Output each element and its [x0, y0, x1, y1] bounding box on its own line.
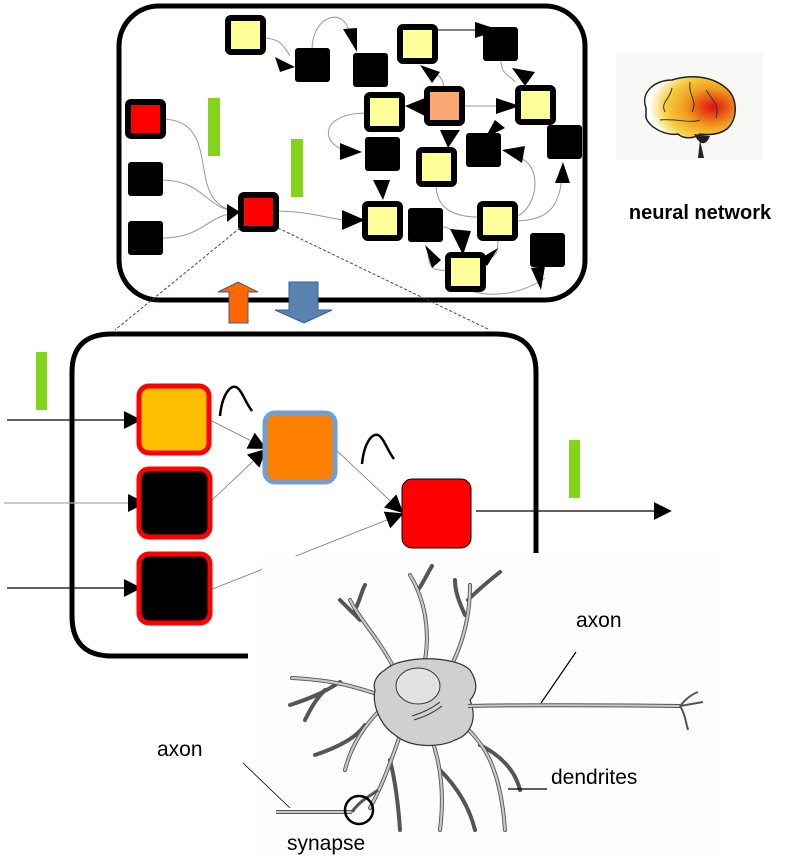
arrowhead [531, 266, 545, 290]
brain-image [616, 53, 762, 160]
synapse-circle [343, 794, 375, 826]
axon-label-left: axon [157, 738, 203, 761]
network-node-black [353, 53, 388, 87]
network-node-yellow [364, 92, 405, 132]
activation-curve-icon [360, 433, 396, 465]
up-arrow-icon [217, 281, 259, 324]
network-node-salmon [424, 86, 465, 126]
nucleus [395, 667, 441, 705]
axon-label: axon [576, 609, 622, 632]
arrowhead [450, 229, 471, 255]
arrowhead [340, 143, 362, 160]
axon-leader-line [540, 651, 577, 704]
axon-left-leader-line [242, 762, 291, 809]
network-node-red [125, 99, 166, 139]
network-node-black [128, 162, 163, 196]
dendrite [408, 573, 428, 662]
neuron-model-box [4, 331, 672, 659]
brain-icon [643, 75, 736, 139]
neuron-model-box-border [69, 331, 539, 659]
arrowhead [275, 57, 295, 72]
network-nodes [125, 15, 582, 292]
output-neuron [401, 478, 472, 549]
zoom-guide-line [277, 227, 491, 331]
neural-network-label: neural network [629, 202, 772, 224]
connection [160, 118, 241, 213]
arrowhead [420, 65, 440, 83]
dendrite [290, 676, 382, 697]
dendrite [368, 733, 402, 810]
biological-neuron-illustration: axon dendrites axon synapse [157, 556, 720, 856]
connection [513, 174, 563, 222]
zoom-guide-line [114, 227, 241, 331]
input-neuron [136, 551, 213, 626]
arrowhead [373, 180, 390, 200]
arrowhead [343, 28, 357, 52]
arrowhead [496, 98, 520, 114]
network-node-yellow [397, 24, 438, 64]
brain-stem [694, 134, 710, 144]
connection [467, 277, 546, 295]
dendrite [348, 598, 397, 672]
connection [333, 447, 404, 514]
axon [467, 704, 681, 707]
network-node-yellow [225, 15, 266, 55]
arrowhead [425, 245, 441, 268]
network-node-yellow [416, 147, 457, 187]
down-arrow-icon [274, 281, 333, 324]
green-bar [569, 440, 580, 498]
network-node-red [238, 192, 279, 232]
arrowhead [502, 146, 525, 163]
dendrite [343, 708, 382, 772]
network-node-black [530, 233, 565, 267]
arrowhead [440, 130, 460, 148]
network-node-yellow [445, 252, 486, 292]
green-bar [291, 139, 303, 197]
brain-stem [698, 140, 704, 158]
connection [435, 157, 536, 218]
green-bar [208, 98, 220, 156]
network-node-black [408, 208, 443, 242]
input-neuron [136, 466, 213, 540]
network-node-black [365, 137, 400, 171]
network-node-yellow [477, 201, 518, 241]
arrowhead [405, 98, 425, 116]
axon-terminal [679, 691, 704, 731]
network-node-black [483, 27, 518, 61]
synapse-label: synapse [287, 832, 365, 855]
arrowhead [342, 210, 365, 230]
network-node-black [128, 221, 163, 255]
connection [209, 448, 267, 503]
network-node-black [547, 125, 582, 159]
dendrite [448, 583, 472, 670]
arrowhead [227, 204, 240, 222]
network-node-yellow [515, 85, 556, 125]
connection [500, 59, 516, 83]
dendrites-label: dendrites [551, 766, 637, 789]
activation-curve-icon [218, 385, 254, 417]
brain-folds [659, 81, 718, 122]
network-node-black [295, 48, 330, 82]
golgi [411, 701, 443, 721]
network-node-black [466, 133, 501, 167]
connection [209, 419, 267, 449]
arrowhead [555, 162, 570, 183]
network-node-yellow [362, 201, 403, 241]
arrowhead [512, 68, 535, 86]
green-bar [36, 352, 47, 410]
network-box [116, 3, 588, 303]
connection [311, 16, 351, 51]
zoom-guide-lines [114, 227, 491, 331]
input-neuron [136, 383, 212, 456]
connection [261, 37, 291, 57]
connection [209, 511, 404, 591]
hidden-neuron [262, 410, 338, 485]
